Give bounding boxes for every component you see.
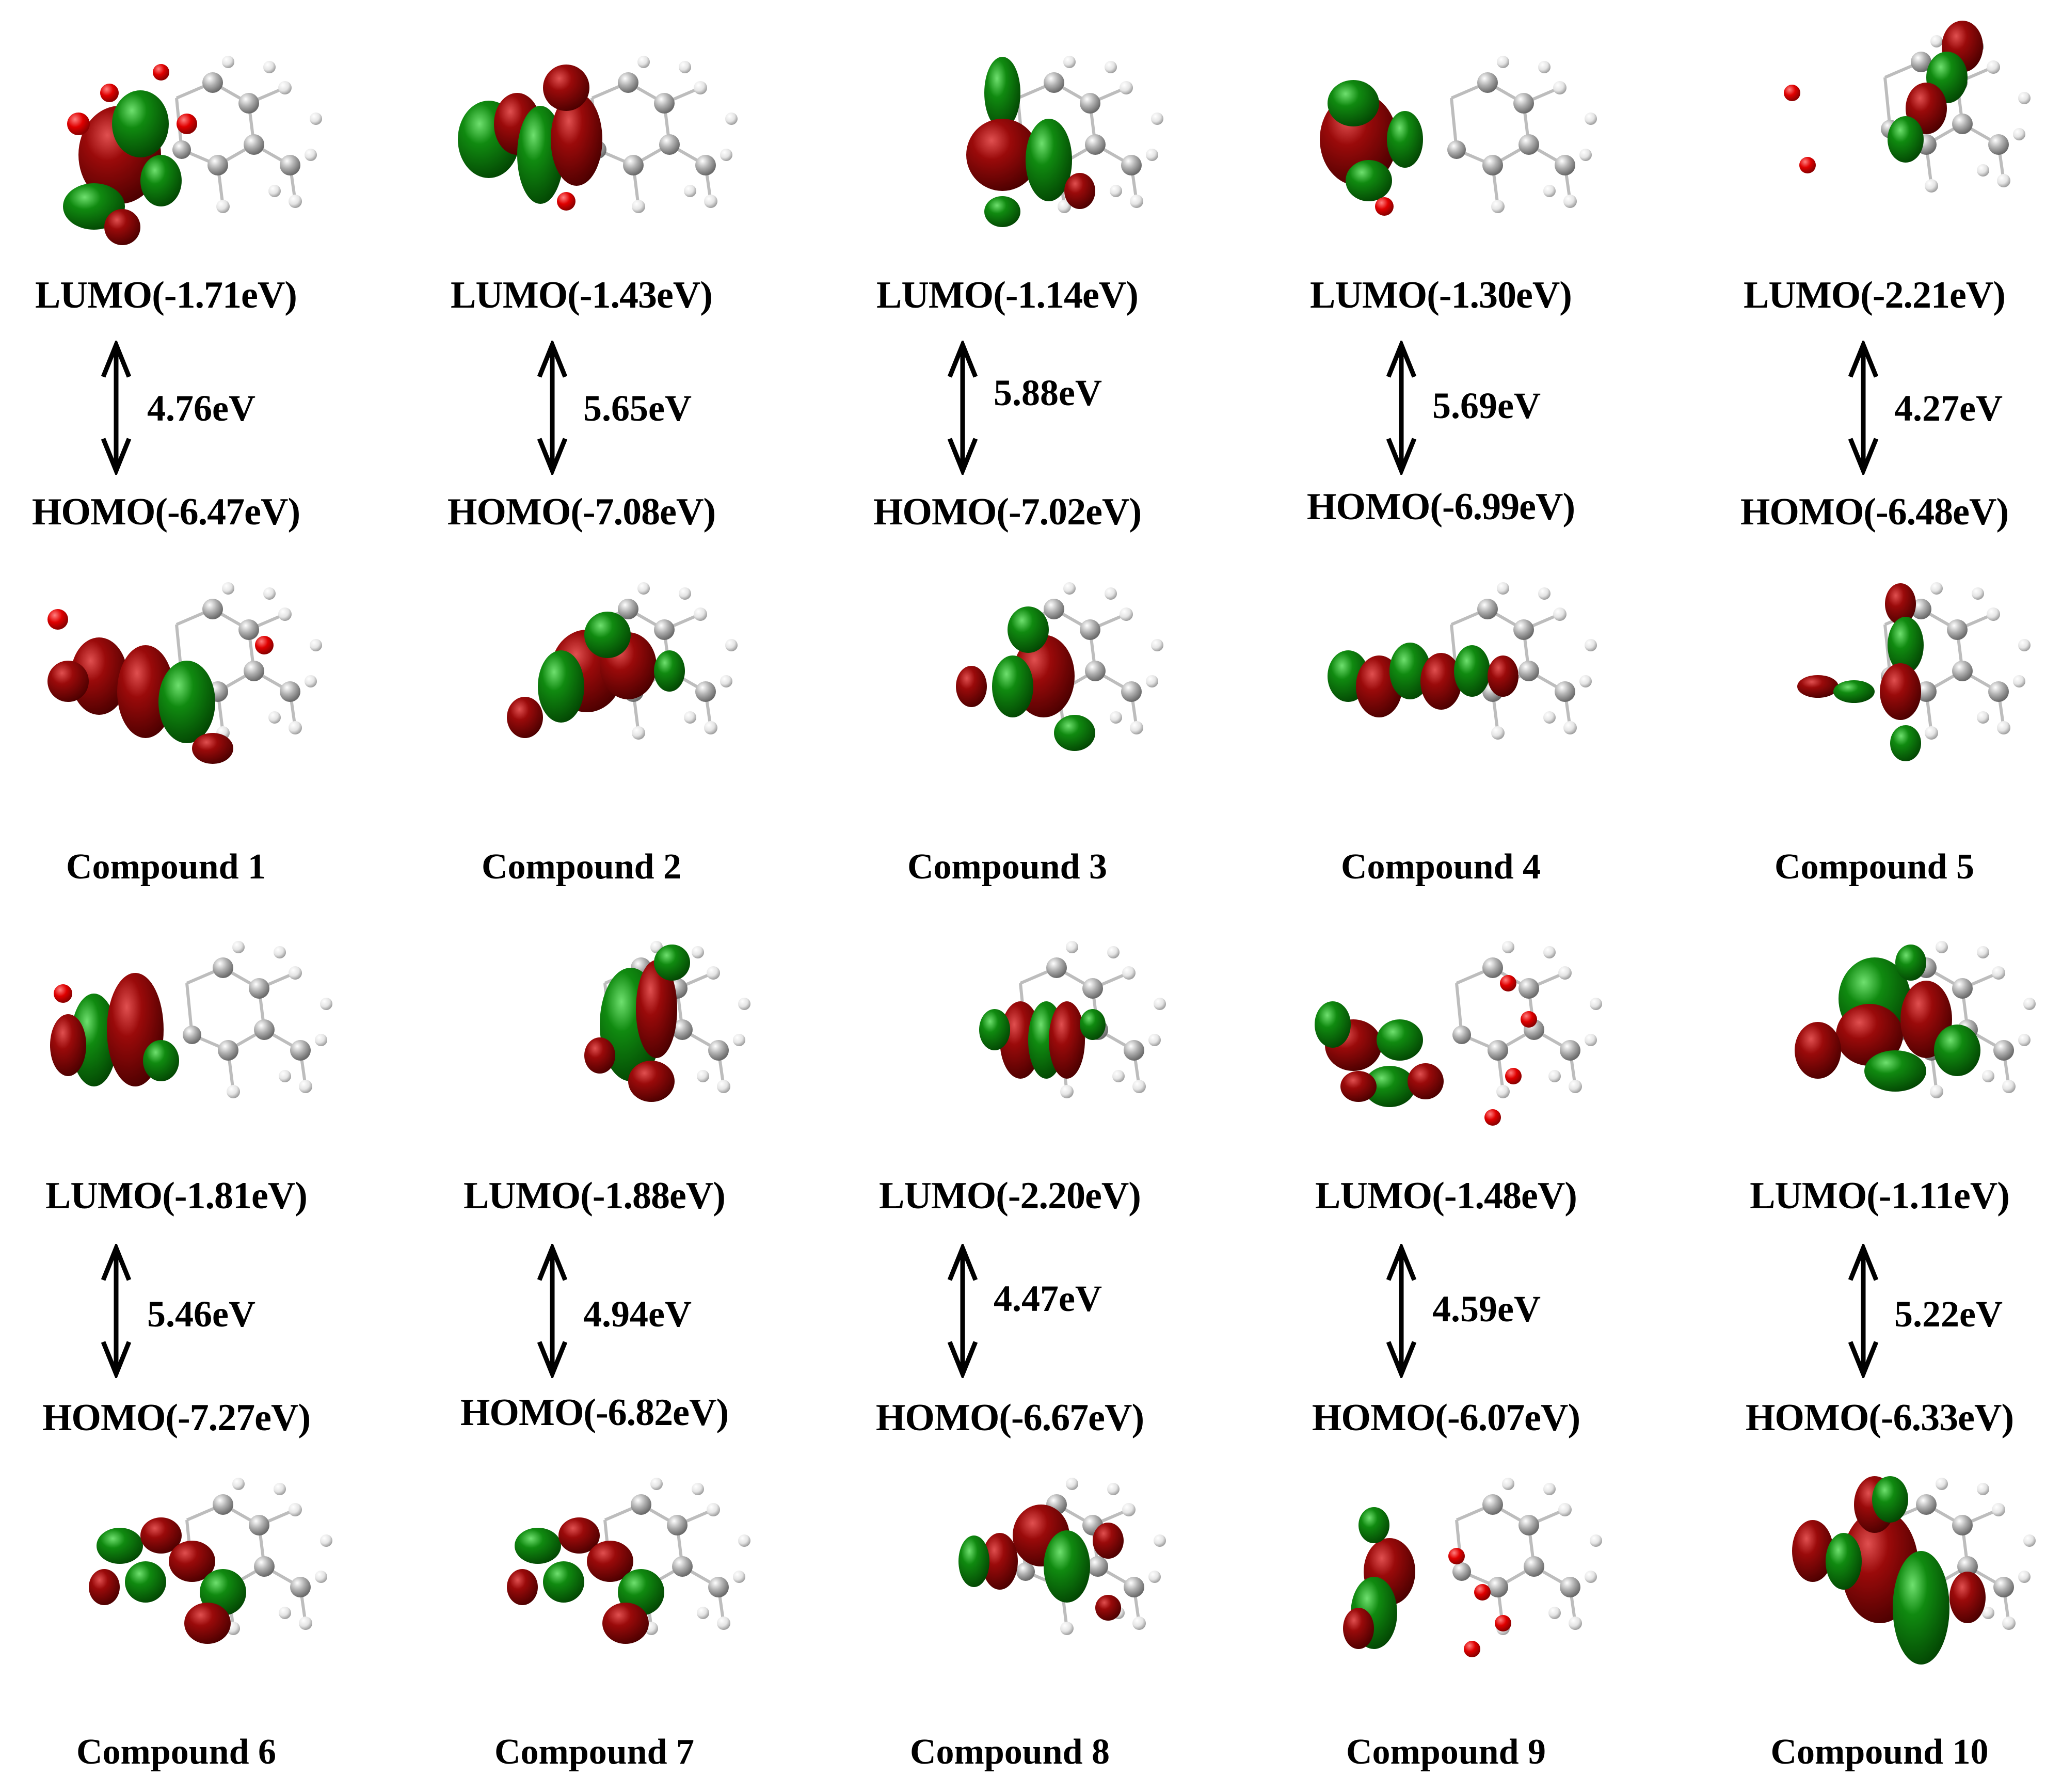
homo-energy-label: HOMO(-6.67eV) xyxy=(875,1397,1144,1439)
energy-gap-arrow xyxy=(534,1244,570,1378)
homo-energy-label: HOMO(-7.02eV) xyxy=(873,491,1142,533)
homo-orbital-image xyxy=(955,563,1168,751)
lumo-energy-label: LUMO(-1.48eV) xyxy=(1315,1175,1577,1217)
homo-orbital-image xyxy=(47,563,326,764)
energy-gap-value: 5.69eV xyxy=(1432,385,1541,426)
lumo-energy-label: LUMO(-1.11eV) xyxy=(1750,1175,2010,1217)
energy-gap-value: 5.22eV xyxy=(1894,1293,2003,1335)
compound-panel-9: LUMO(-1.48eV) 4.59eV HOMO(-6.07eV) Compo… xyxy=(1241,901,1651,1792)
compound-name: Compound 2 xyxy=(481,847,682,887)
lumo-orbital-image xyxy=(1783,21,2035,237)
lumo-energy-label: LUMO(-1.30eV) xyxy=(1310,274,1572,316)
energy-gap-arrow xyxy=(945,341,981,475)
compound-name: Compound 9 xyxy=(1346,1732,1546,1772)
compound-panel-10: LUMO(-1.11eV) 5.22eV HOMO(-6.33eV) Compo… xyxy=(1675,901,2046,1792)
energy-gap-value: 4.27eV xyxy=(1894,388,2003,429)
compound-name: Compound 6 xyxy=(76,1732,277,1772)
lumo-energy-label: LUMO(-1.88eV) xyxy=(463,1175,726,1217)
energy-gap-arrow xyxy=(98,341,134,475)
energy-gap-arrow xyxy=(1845,1244,1881,1378)
homo-energy-label: HOMO(-6.47eV) xyxy=(31,491,300,533)
lumo-energy-label: LUMO(-1.43eV) xyxy=(451,274,713,316)
compound-name: Compound 3 xyxy=(907,847,1108,887)
lumo-orbital-image xyxy=(584,921,755,1102)
compound-panel-2: LUMO(-1.43eV) 5.65eV HOMO(-7.08eV) Compo… xyxy=(377,0,786,891)
energy-gap-arrow xyxy=(1383,341,1419,475)
homo-orbital-image xyxy=(1327,563,1601,785)
energy-gap-arrow xyxy=(534,341,570,475)
energy-gap-arrow xyxy=(1383,1244,1419,1378)
compound-panel-1: LUMO(-1.71eV) 4.76eV HOMO(-6.47eV) Compo… xyxy=(0,0,371,891)
homo-energy-label: HOMO(-6.99eV) xyxy=(1306,486,1575,528)
homo-orbital-image xyxy=(1342,1458,1606,1657)
compound-name: Compound 4 xyxy=(1340,847,1541,887)
lumo-orbital-image xyxy=(966,36,1168,227)
lumo-orbital-image xyxy=(62,36,326,245)
homo-energy-label: HOMO(-6.07eV) xyxy=(1312,1397,1580,1439)
compound-name: Compound 5 xyxy=(1774,847,1975,887)
homo-energy-label: HOMO(-6.33eV) xyxy=(1745,1397,2014,1439)
energy-gap-value: 4.59eV xyxy=(1432,1288,1541,1330)
homo-orbital-image xyxy=(506,563,742,785)
homo-energy-label: HOMO(-7.08eV) xyxy=(447,491,716,533)
lumo-orbital-image xyxy=(1794,921,2040,1143)
homo-orbital-image xyxy=(1792,1476,2040,1665)
compound-panel-6: LUMO(-1.81eV) 5.46eV HOMO(-7.27eV) Compo… xyxy=(0,901,381,1792)
compound-name: Compound 8 xyxy=(909,1732,1110,1772)
homo-orbital-image xyxy=(958,1458,1170,1680)
lumo-energy-label: LUMO(-2.20eV) xyxy=(879,1175,1141,1217)
energy-gap-value: 5.65eV xyxy=(583,388,692,429)
energy-gap-arrow xyxy=(945,1244,981,1378)
compound-panel-3: LUMO(-1.14eV) 5.88eV HOMO(-7.02eV) Compo… xyxy=(803,0,1212,891)
lumo-orbital-image xyxy=(1314,921,1606,1126)
lumo-orbital-image xyxy=(1319,36,1601,216)
homo-energy-label: HOMO(-6.82eV) xyxy=(460,1391,729,1434)
homo-energy-label: HOMO(-7.27eV) xyxy=(42,1397,311,1439)
compound-name: Compound 1 xyxy=(66,847,266,887)
homo-energy-label: HOMO(-6.48eV) xyxy=(1740,491,2009,533)
energy-gap-value: 5.88eV xyxy=(994,372,1102,413)
energy-gap-value: 4.47eV xyxy=(994,1278,1102,1319)
energy-gap-value: 4.76eV xyxy=(147,388,255,429)
lumo-orbital-image xyxy=(50,921,337,1143)
compound-name: Compound 7 xyxy=(494,1732,695,1772)
energy-gap-arrow xyxy=(1845,341,1881,475)
energy-gap-value: 5.46eV xyxy=(147,1293,255,1335)
lumo-energy-label: LUMO(-2.21eV) xyxy=(1744,274,2006,316)
lumo-energy-label: LUMO(-1.81eV) xyxy=(45,1175,308,1217)
energy-gap-arrow xyxy=(98,1244,134,1378)
homo-orbital-image xyxy=(506,1458,755,1644)
energy-gap-value: 4.94eV xyxy=(583,1293,692,1335)
homo-orbital-image xyxy=(1797,563,2035,761)
compound-panel-5: LUMO(-2.21eV) 4.27eV HOMO(-6.48eV) Compo… xyxy=(1670,0,2046,891)
lumo-energy-label: LUMO(-1.14eV) xyxy=(876,274,1139,316)
lumo-orbital-image xyxy=(979,921,1170,1143)
lumo-energy-label: LUMO(-1.71eV) xyxy=(35,274,297,316)
compound-panel-7: LUMO(-1.88eV) 4.94eV HOMO(-6.82eV) Compo… xyxy=(390,901,799,1792)
lumo-orbital-image xyxy=(457,36,742,258)
compound-panel-4: LUMO(-1.30eV) 5.69eV HOMO(-6.99eV) Compo… xyxy=(1236,0,1645,891)
compound-panel-8: LUMO(-2.20eV) 4.47eV HOMO(-6.67eV) Compo… xyxy=(805,901,1214,1792)
homo-orbital-image xyxy=(88,1458,337,1644)
compound-name: Compound 10 xyxy=(1770,1732,1989,1772)
